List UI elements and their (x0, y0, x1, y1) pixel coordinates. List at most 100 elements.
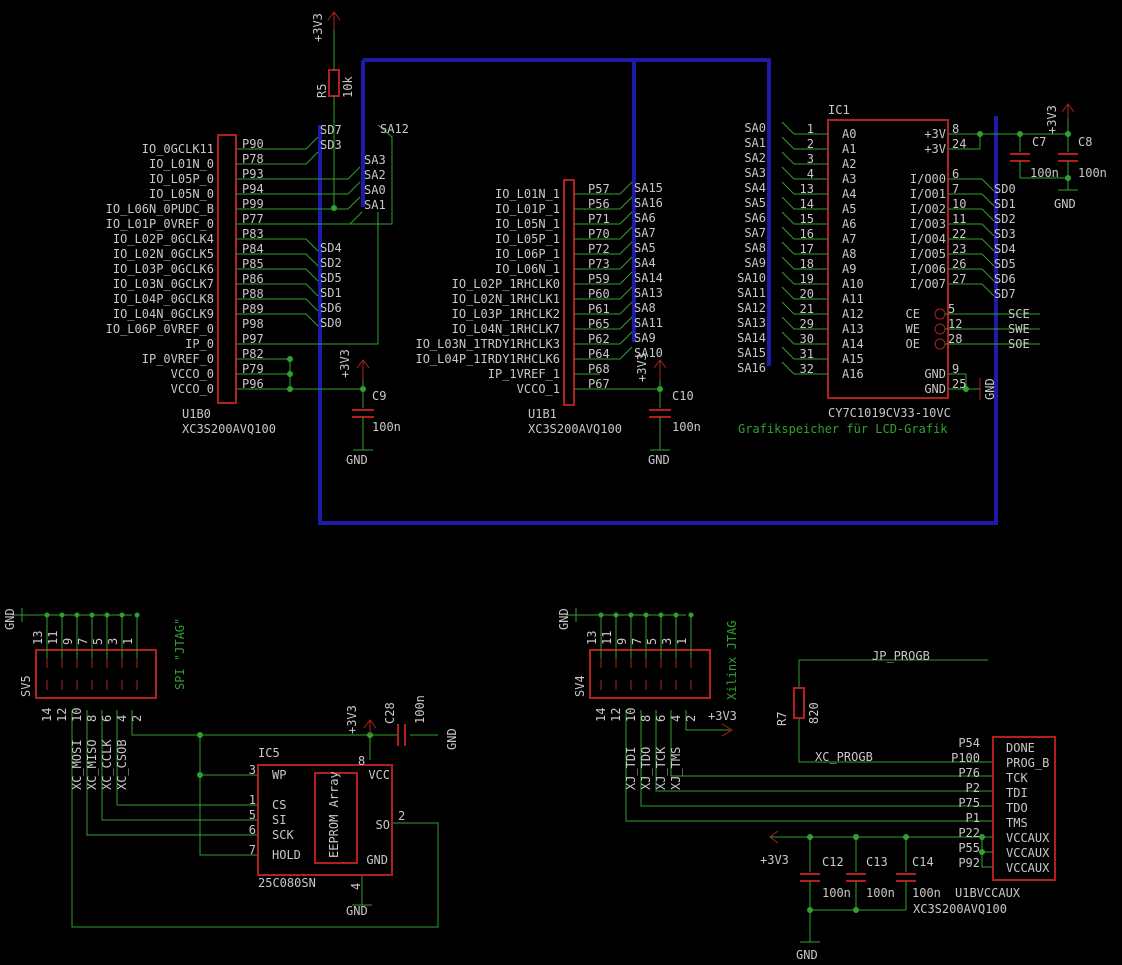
ic1-address-wire (781, 166, 828, 180)
u1b1-bus-net: SA11 (634, 316, 663, 330)
ic1-pin-name: A5 (842, 202, 856, 216)
sv5-pin-number: 1 (121, 638, 135, 645)
u1bvccaux-signal: VCCAUX (1006, 831, 1050, 845)
ic5-pin-name: SI (272, 813, 286, 827)
ic1-pin-number: 14 (800, 197, 814, 211)
u1b1-signal: IP_1VREF_1 (488, 367, 560, 381)
sv5-pin-number: 2 (130, 715, 144, 722)
u1b1-signal: IO_L03N_1TRDY1RHCLK3 (416, 337, 561, 351)
u1b1-pin: P59 (588, 272, 610, 286)
ic1-pin-number: 6 (952, 167, 959, 181)
u1bvccaux-pin: P100 (951, 751, 980, 765)
u1bvccaux-pin: P1 (966, 811, 980, 825)
ic1-pin-name: A10 (842, 277, 864, 291)
u1b0-pin: P89 (242, 302, 264, 316)
c12-value: 100n (822, 886, 851, 900)
u1b1-bus-net: SA14 (634, 271, 663, 285)
u1b0-signal: IO_L01N_0 (149, 157, 214, 171)
ic1-address-net: SA3 (744, 166, 766, 180)
ic1-address-net: SA12 (737, 301, 766, 315)
ic1-pin-name: I/O06 (910, 262, 946, 276)
ic1-pin-name: I/O04 (910, 232, 946, 246)
address-data-bus (318, 58, 998, 525)
ic1-pin-name: A3 (842, 172, 856, 186)
ic1-data-net: SD4 (994, 242, 1016, 256)
sv5-pin-number: 5 (91, 638, 105, 645)
sv5-junction (104, 612, 110, 618)
ic1-pin-number: 17 (800, 242, 814, 256)
ic1-data-net: SD0 (994, 182, 1016, 196)
sv4-pin-number: 7 (630, 638, 644, 645)
ic1-address-net: SA11 (737, 286, 766, 300)
u1bvccaux-signal: TDI (1006, 786, 1028, 800)
ic1-address-net: SA14 (737, 331, 766, 345)
c10-value: 100n (672, 420, 701, 434)
c7-ref: C7 (1032, 135, 1046, 149)
sv5-gnd: GND (3, 608, 17, 630)
ic1-pin-name: I/O02 (910, 202, 946, 216)
u1b0-pin: P94 (242, 182, 264, 196)
sv4-pin-number: 8 (639, 715, 653, 722)
c9-capacitor: +3V3 C9 100n GND (338, 349, 401, 467)
u1bvccaux-signal: DONE (1006, 741, 1035, 755)
u1b1-bus-net: SA6 (634, 211, 656, 225)
u1b1-pin: P60 (588, 287, 610, 301)
u1b1-signal: IO_L05P_1 (495, 232, 560, 246)
ic1-address-net: SA13 (737, 316, 766, 330)
u1b1-net-wire (574, 226, 633, 240)
sv4-junction (598, 612, 604, 618)
ic1-pin-name: A11 (842, 292, 864, 306)
u1b1-value: XC3S200AVQ100 (528, 422, 622, 436)
ic1-pin-name: GND (924, 382, 946, 396)
ic1-address-wire (781, 286, 828, 300)
ic1-pin-number: 11 (952, 212, 966, 226)
ic1-pin-number: 27 (952, 272, 966, 286)
u1bvccaux-pin: P54 (958, 736, 980, 750)
ic1-pin-number: 15 (800, 212, 814, 226)
ic5-value: 25C080SN (258, 876, 316, 890)
u1b0-bus-net: SD5 (320, 271, 342, 285)
u1b1-net-wire (574, 196, 633, 210)
ic1-pin-number: 31 (800, 347, 814, 361)
ic1-address-wire (781, 196, 828, 210)
ic1-pin-name: +3V (924, 127, 946, 141)
r5-supply-label: +3V3 (311, 13, 325, 42)
u1b0-bus-net: SA1 (364, 198, 386, 212)
sv4-pin-number: 14 (594, 708, 608, 722)
u1b1-bus-net: SA7 (634, 226, 656, 240)
ic1-pin-name: A16 (842, 367, 864, 381)
ic1-pin-number: 29 (800, 317, 814, 331)
u1b0-signal: IO_L03N_0GCLK7 (113, 277, 214, 291)
u1b1-signal: IO_L01P_1 (495, 202, 560, 216)
u1b1-net-wire (574, 286, 633, 300)
xc-progb-label: XC_PROGB (815, 750, 873, 764)
u1b0-bus-net: SD2 (320, 256, 342, 270)
u1b1-net-wire (574, 241, 633, 255)
u1b0-signal: IO_L05N_0 (149, 187, 214, 201)
c8-ref: C8 (1078, 135, 1092, 149)
ic1-pin-name: A0 (842, 127, 856, 141)
ic1-inverted-pin (934, 338, 946, 350)
ic1-address-wire (781, 361, 828, 375)
ic5-pin-number: 5 (249, 808, 256, 822)
u1b0-bus-net: SA2 (364, 168, 386, 182)
u1b1-signal: IO_L01N_1 (495, 187, 560, 201)
u1b1-signal: IO_L06P_1 (495, 247, 560, 261)
ic1-pin-name: A2 (842, 157, 856, 171)
ic1-pin-number: 7 (952, 182, 959, 196)
r5-value: 10k (341, 76, 355, 98)
u1b1-bus-net: SA10 (634, 346, 663, 360)
ic1-pin-number: 28 (948, 332, 962, 346)
u1b0-bus-net: SD4 (320, 241, 342, 255)
ic5-pin-name: SCK (272, 828, 294, 842)
c28-value: 100n (413, 695, 427, 724)
ic1-address-wire (781, 301, 828, 315)
ic1-pin-name: GND (924, 367, 946, 381)
ic1-address-wire (781, 151, 828, 165)
u1b0-signal: VCCO_0 (171, 382, 214, 396)
ic1-pin-number: 22 (952, 227, 966, 241)
sv5-ref: SV5 (19, 675, 33, 697)
ic1-pin-number: 23 (952, 242, 966, 256)
sv4-junction (658, 612, 664, 618)
